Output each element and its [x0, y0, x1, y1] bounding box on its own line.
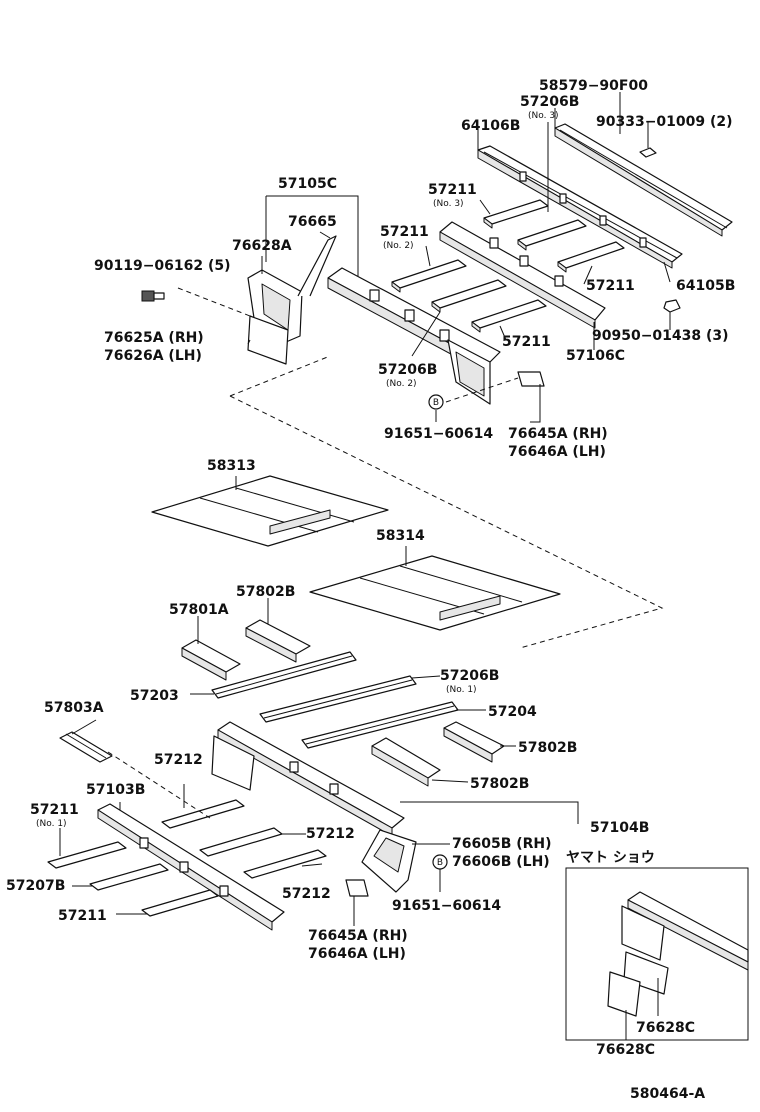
label-57207b: 57207B [6, 878, 65, 894]
label-91651-60614-top: 91651−60614 [384, 426, 493, 442]
beam-57801a [181, 639, 241, 681]
label-57106c: 57106C [566, 348, 625, 364]
rail-58579 [554, 123, 733, 237]
label-57104b: 57104B [590, 820, 649, 836]
label-no3-b: (No. 3) [433, 199, 464, 209]
label-no2-a: (No. 2) [383, 241, 414, 251]
beam-57802b-a [245, 619, 311, 663]
label-57206b-no1: 57206B [440, 668, 499, 684]
label-76646a-lh-top: 76646A (LH) [508, 444, 606, 460]
label-64106b: 64106B [461, 118, 520, 134]
label-57204: 57204 [488, 704, 537, 720]
label-57203: 57203 [130, 688, 179, 704]
beam-57802b-b [443, 721, 505, 763]
label-58314: 58314 [376, 528, 425, 544]
crossmember-57105c [327, 267, 501, 405]
dashed-line-diag [229, 395, 664, 649]
label-57802b-lower: 57802B [470, 776, 529, 792]
label-76628c-lower: 76628C [596, 1042, 655, 1058]
label-58313: 58313 [207, 458, 256, 474]
label-76605b-rh: 76605B (RH) [452, 836, 552, 852]
crossmember-57104b [211, 721, 405, 837]
bracket-76628a [247, 235, 337, 365]
label-76626a-lh: 76626A (LH) [104, 348, 202, 364]
label-76645a-rh-bottom: 76645A (RH) [308, 928, 408, 944]
leader-lines [59, 92, 671, 1040]
circle-b-letter-top: B [433, 398, 439, 408]
label-yamato-note: ヤマト ショウ [566, 850, 655, 866]
label-57103b: 57103B [86, 782, 145, 798]
label-91651-60614-bottom: 91651−60614 [392, 898, 501, 914]
beam-57802b-c [371, 737, 441, 787]
dashed-line-lower [107, 751, 211, 819]
bracket-76605b [361, 829, 417, 893]
label-90950-01438: 90950−01438 (3) [592, 328, 729, 344]
label-76665: 76665 [288, 214, 337, 230]
label-76628c-upper: 76628C [636, 1020, 695, 1036]
label-76625a-rh: 76625A (RH) [104, 330, 204, 346]
label-57206b-no2: 57206B [378, 362, 437, 378]
crossmember-57103b [97, 803, 285, 931]
bracket-57803a [59, 731, 113, 763]
bar-57203 [211, 651, 357, 699]
label-76645a-rh-top: 76645A (RH) [508, 426, 608, 442]
label-57211-right: 57211 [586, 278, 635, 294]
bar-57206b-1 [259, 675, 417, 723]
clip-76645a-top [517, 371, 545, 387]
circle-b-letter-bottom: B [437, 858, 443, 868]
inset-box [565, 867, 749, 1041]
label-57801a: 57801A [169, 602, 229, 618]
label-57212-middle: 57212 [306, 826, 355, 842]
clip-76645a-bottom [345, 879, 369, 897]
bolt-90119 [141, 290, 165, 302]
dashed-line-b [445, 377, 519, 403]
dashed-line-top [177, 287, 251, 317]
label-57211-no1: 57211 [30, 802, 79, 818]
brackets-bottom [47, 799, 327, 917]
label-64105b: 64105B [676, 278, 735, 294]
label-no2-b: (No. 2) [386, 379, 417, 389]
label-57803a: 57803A [44, 700, 104, 716]
panel-58313 [151, 475, 389, 547]
label-57212-top: 57212 [154, 752, 203, 768]
label-90333-01009: 90333−01009 (2) [596, 114, 733, 130]
circle-b-marker-top: B [428, 394, 444, 410]
label-no1-a: (No. 1) [446, 685, 477, 695]
label-no1-b: (No. 1) [36, 819, 67, 829]
label-76606b-lh: 76606B (LH) [452, 854, 550, 870]
brackets-top [391, 199, 625, 333]
label-57212-bottom: 57212 [282, 886, 331, 902]
label-57211-no2: 57211 [380, 224, 429, 240]
label-57802b-top: 57802B [236, 584, 295, 600]
label-57211-bottom: 57211 [58, 908, 107, 924]
rail-64106b [477, 145, 683, 269]
label-90119-06162: 90119−06162 (5) [94, 258, 231, 274]
panel-58314 [309, 555, 561, 631]
label-57105c: 57105C [278, 176, 337, 192]
circle-b-marker-bottom: B [432, 854, 448, 870]
label-no3-a: (No. 3) [528, 111, 559, 121]
label-57206b-no3: 57206B [520, 94, 579, 110]
label-76646a-lh-bottom: 76646A (LH) [308, 946, 406, 962]
label-76628a: 76628A [232, 238, 292, 254]
label-57211-middle: 57211 [502, 334, 551, 350]
label-58579-90f00: 58579−90F00 [539, 78, 648, 94]
label-57211-no3: 57211 [428, 182, 477, 198]
crossmember-57106c [439, 221, 606, 329]
nut-90950 [663, 299, 681, 313]
label-57802b-right: 57802B [518, 740, 577, 756]
label-diagram-code: 580464-A [630, 1086, 705, 1102]
